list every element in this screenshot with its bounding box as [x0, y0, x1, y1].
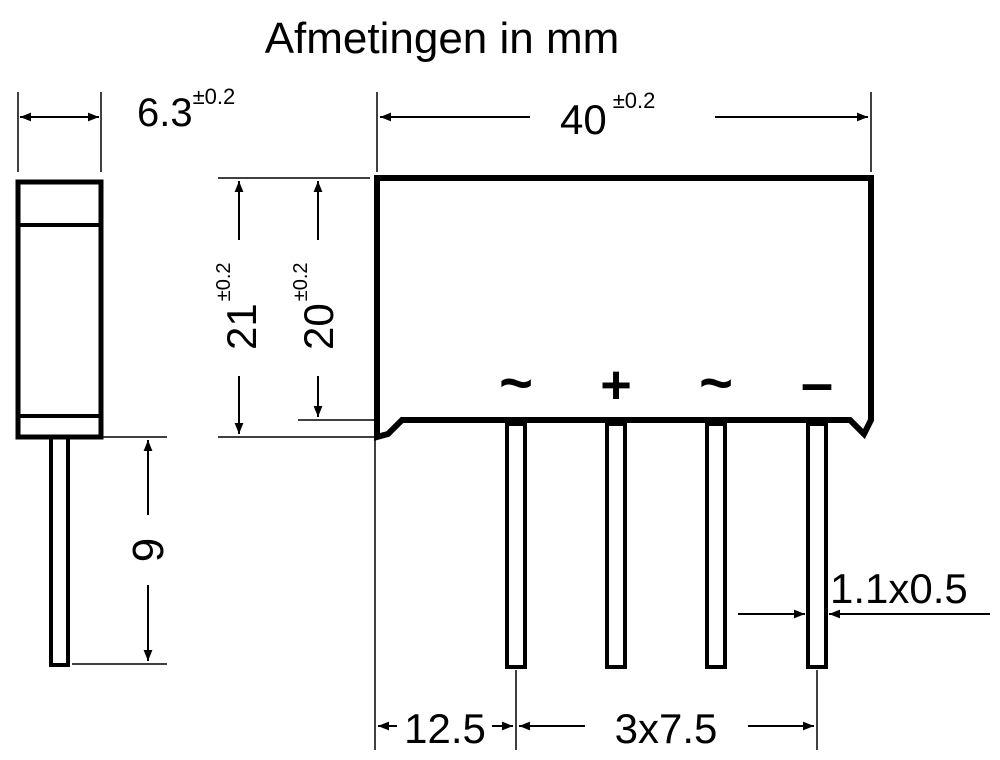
width-side-value: 6.3 [137, 91, 193, 135]
svg-text:21±0.2: 21±0.2 [213, 263, 265, 351]
pin-length-value: 9 [124, 538, 173, 562]
dim-length: 40±0.2 [376, 88, 872, 172]
front-body [374, 175, 874, 441]
pin-label-2: + [600, 355, 632, 415]
side-view [15, 179, 104, 667]
height-body-value: 20 [295, 303, 342, 350]
pin-pitch-value: 3x7.5 [615, 705, 718, 752]
pin-size-value: 1.1x0.5 [830, 565, 968, 612]
length-value: 40 [560, 96, 607, 143]
pin-4 [806, 422, 828, 669]
side-body [15, 179, 104, 440]
height-total-value: 21 [218, 303, 265, 350]
pin-1 [505, 422, 527, 669]
length-tolerance: ±0.2 [613, 88, 656, 113]
dim-pin-spacing: 12.5 3x7.5 [374, 440, 818, 752]
pin-2 [605, 422, 627, 669]
svg-text:6.3±0.2: 6.3±0.2 [137, 84, 235, 135]
pin-label-1: ~ [499, 351, 533, 416]
dim-heights: 21±0.2 20±0.2 [213, 177, 375, 438]
title-text: Afmetingen in mm [265, 14, 620, 63]
front-view: ~ + ~ – [374, 175, 874, 669]
svg-text:20±0.2: 20±0.2 [290, 263, 342, 351]
svg-text:40±0.2: 40±0.2 [560, 88, 655, 143]
dim-pin-size: 1.1x0.5 [738, 565, 990, 619]
width-side-tolerance: ±0.2 [193, 84, 236, 109]
pin-3 [705, 422, 727, 669]
pin-label-3: ~ [699, 351, 733, 416]
height-body-tolerance: ±0.2 [290, 263, 312, 302]
dim-pin-length: 9 [72, 436, 173, 665]
side-pin [49, 435, 70, 667]
dim-width-side: 6.3±0.2 [17, 84, 235, 172]
height-total-tolerance: ±0.2 [213, 263, 235, 302]
pin-label-4: – [801, 351, 833, 416]
first-pin-offset-value: 12.5 [404, 705, 486, 752]
